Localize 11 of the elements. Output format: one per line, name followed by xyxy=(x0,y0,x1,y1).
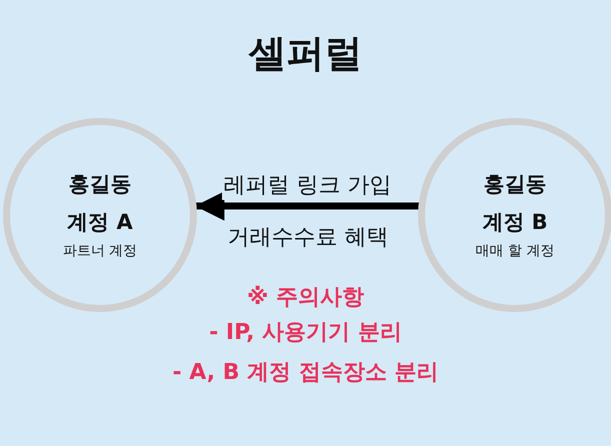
caution-heading: ※ 주의사항 xyxy=(246,284,364,312)
account-name: 홍길동 xyxy=(68,171,132,198)
account-role: 파트너 계정 xyxy=(62,242,138,260)
account-label: 계정 A xyxy=(67,209,133,236)
title: 셀퍼럴 xyxy=(248,30,362,77)
caution-note: - IP, 사용기기 분리 xyxy=(209,319,402,347)
arrow xyxy=(195,191,420,221)
account-role: 매매 할 계정 xyxy=(476,242,554,260)
account-label: 계정 B xyxy=(482,209,548,236)
caution-note: - A, B 계정 접속장소 분리 xyxy=(172,359,438,387)
account-name: 홍길동 xyxy=(484,171,546,198)
